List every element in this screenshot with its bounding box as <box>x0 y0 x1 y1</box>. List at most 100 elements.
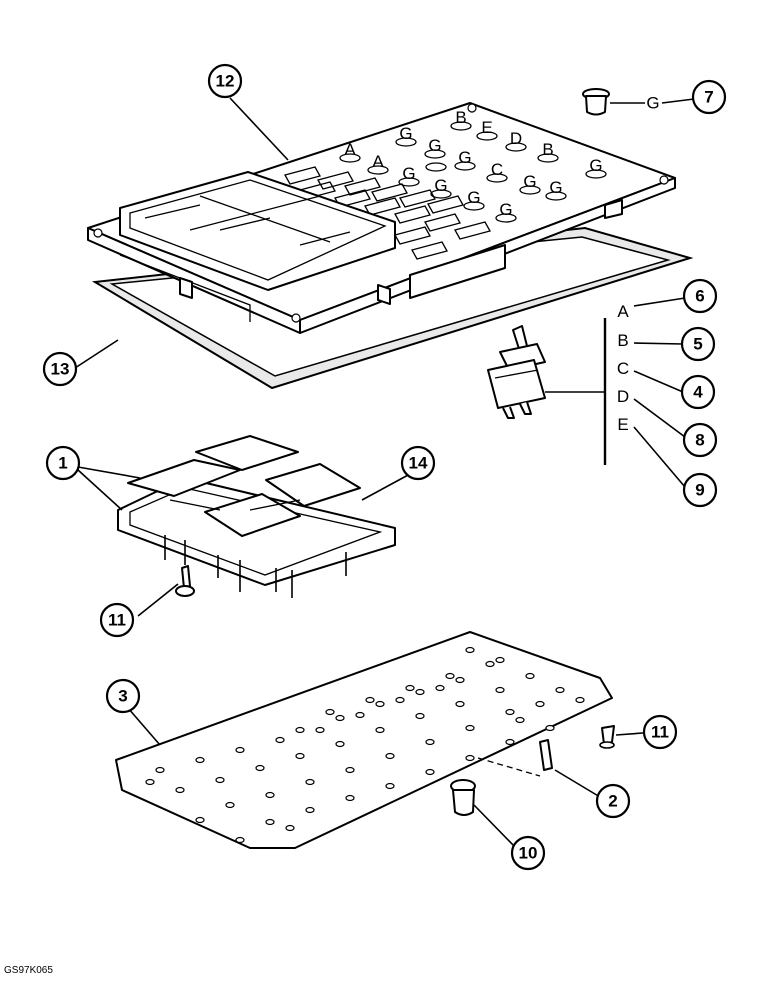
panel-code-r1-7: G <box>589 156 602 175</box>
callout-11-module: 11 <box>99 602 135 638</box>
svg-text:2: 2 <box>608 792 617 811</box>
plate-hole <box>495 656 505 664</box>
panel-screw-hole <box>467 103 477 113</box>
callout-9: 9 <box>682 472 718 508</box>
plate-hole <box>145 778 155 786</box>
plate-hole <box>195 756 205 764</box>
svg-text:10: 10 <box>519 844 538 863</box>
plate-hole <box>525 672 535 680</box>
plate-hole <box>305 806 315 814</box>
plate-hole <box>395 696 405 704</box>
panel-code-r3-2: G <box>434 176 447 195</box>
panel-legend-codes: A G B E D B G A G G G C G G G G G G G <box>339 108 607 223</box>
callout-13: 13 <box>42 351 78 387</box>
plate-hole <box>465 754 475 762</box>
panel-screw-hole <box>93 228 103 238</box>
plate-hole <box>345 766 355 774</box>
screw-part <box>175 565 195 597</box>
plate-hole <box>235 836 245 844</box>
callouts: 1 2 3 4 5 6 7 8 9 10 11 11 12 13 14 <box>42 63 727 871</box>
panel-screw-hole <box>659 175 669 185</box>
leader-lines <box>74 97 644 849</box>
main-panel: A G B E D B G A G G G C G G G G G G G <box>87 102 676 334</box>
callout-6: 6 <box>682 278 718 314</box>
plate-hole <box>385 782 395 790</box>
plate-hole <box>295 752 305 760</box>
toggle-switch: A B C D E <box>487 297 686 488</box>
plate-hole <box>175 786 185 794</box>
plate-hole <box>485 660 495 668</box>
panel-code-r1-6: B <box>542 140 553 159</box>
panel-code-r1-5: D <box>510 129 522 148</box>
plate-hole <box>365 696 375 704</box>
svg-text:14: 14 <box>409 454 428 473</box>
plate-hole <box>535 700 545 708</box>
plate-hole <box>265 818 275 826</box>
svg-text:3: 3 <box>118 687 127 706</box>
plate-hole <box>265 791 275 799</box>
plate-hole <box>575 696 585 704</box>
plate-hole <box>355 711 365 719</box>
plate-hole <box>415 712 425 720</box>
callout-12: 12 <box>207 63 243 99</box>
callout-11-plate: 11 <box>642 714 678 750</box>
panel-code-r2-1: A <box>372 152 384 171</box>
svg-text:13: 13 <box>51 360 70 379</box>
callout-10: 10 <box>510 835 546 871</box>
module-studs <box>164 535 347 598</box>
panel-code-r2-2: G <box>428 136 441 155</box>
switch-module <box>117 435 396 598</box>
plate-hole <box>495 686 505 694</box>
plate-hole <box>415 688 425 696</box>
plate-hole <box>555 686 565 694</box>
plate-hole <box>375 700 385 708</box>
plate-hole <box>465 646 475 654</box>
plate-hole <box>425 768 435 776</box>
svg-text:11: 11 <box>108 611 126 630</box>
svg-text:6: 6 <box>695 287 704 306</box>
callout-4: 4 <box>680 374 716 410</box>
plate-hole <box>235 746 245 754</box>
connector-part <box>539 739 553 771</box>
panel-code-r1-4: E <box>481 118 492 137</box>
switch-code-c: C <box>617 359 629 378</box>
plate-hole <box>335 740 345 748</box>
switch-slots <box>284 166 491 260</box>
plate-hole <box>305 778 315 786</box>
panel-code-r2-6: G <box>523 172 536 191</box>
bottom-plate <box>115 631 613 849</box>
plate-hole <box>315 726 325 734</box>
switch-code-e: E <box>617 415 628 434</box>
plate-hole <box>375 726 385 734</box>
svg-text:7: 7 <box>704 88 713 107</box>
panel-code-r1-2: G <box>399 124 412 143</box>
panel-code-r1-3: B <box>455 108 466 127</box>
svg-text:12: 12 <box>216 72 235 91</box>
figure-code: GS97K065 <box>4 965 53 976</box>
plate-hole <box>275 736 285 744</box>
plate-hole <box>215 776 225 784</box>
plate-hole <box>435 684 445 692</box>
svg-text:5: 5 <box>693 335 702 354</box>
callout-14: 14 <box>400 445 436 481</box>
callout-2: 2 <box>595 783 631 819</box>
plate-hole <box>505 738 515 746</box>
plate-hole <box>155 766 165 774</box>
tray-box <box>119 171 396 291</box>
plate-holes <box>145 646 585 844</box>
plate-hole <box>345 794 355 802</box>
plate-hole <box>405 684 415 692</box>
panel-code-r2-7: G <box>549 178 562 197</box>
screw-part-2 <box>599 725 615 749</box>
panel-code-r3-4: G <box>499 200 512 219</box>
plate-hole <box>425 738 435 746</box>
switch-code-a: A <box>617 302 629 321</box>
plate-hole <box>455 676 465 684</box>
plate-hole <box>515 716 525 724</box>
svg-text:4: 4 <box>693 383 703 402</box>
panel-code-r2-3: G <box>458 148 471 167</box>
callout-7: 7 <box>691 79 727 115</box>
plate-hole <box>285 824 295 832</box>
plate-hole <box>545 724 555 732</box>
